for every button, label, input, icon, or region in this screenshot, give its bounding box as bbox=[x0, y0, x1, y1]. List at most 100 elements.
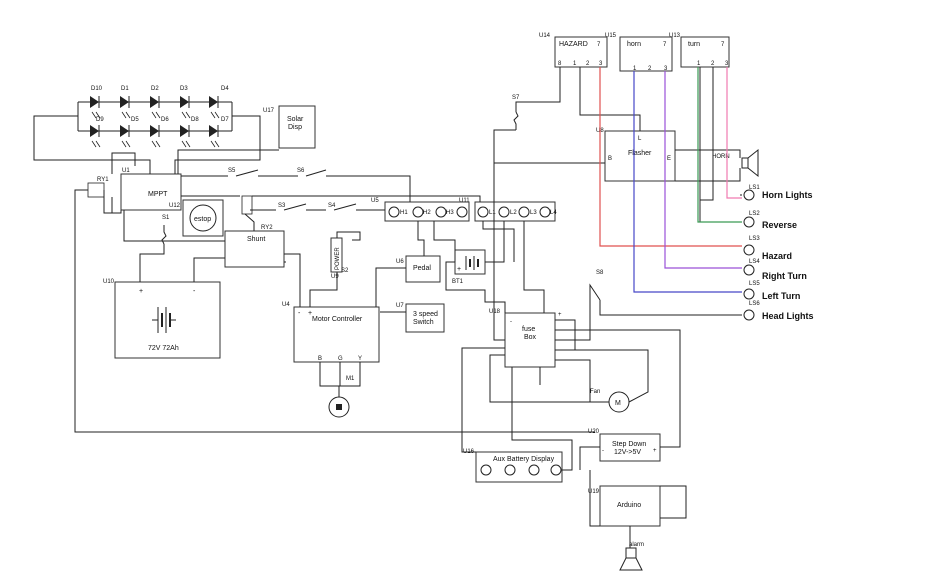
led-label: D1 bbox=[121, 86, 129, 92]
ref-u10: U10 bbox=[103, 279, 115, 285]
stepdown-converter: U20 Step Down 12V->5V - + bbox=[588, 429, 661, 462]
led-label: D2 bbox=[151, 86, 159, 92]
fan-label: Fan bbox=[590, 389, 600, 395]
mc-label: Motor Controller bbox=[312, 316, 363, 323]
pedal-label: Pedal bbox=[413, 265, 431, 272]
hazard-switch-label: HAZARD bbox=[559, 41, 588, 48]
mc-pin-g: G bbox=[338, 356, 343, 362]
switch-s1-label: S1 bbox=[162, 215, 170, 221]
relay-ry2: RY2 bbox=[241, 195, 273, 231]
horn-speaker: HORN bbox=[712, 148, 759, 178]
lamp-ref: LS4 bbox=[749, 259, 760, 265]
pedal: U6 Pedal bbox=[396, 255, 441, 283]
led-d9: D9 bbox=[90, 117, 104, 137]
turn-switch-label: turn bbox=[688, 41, 700, 48]
mppt-label: MPPT bbox=[148, 191, 168, 198]
ref-u13: U13 bbox=[669, 33, 681, 39]
battery-plus: + bbox=[139, 288, 143, 295]
horn-switch[interactable]: U15 horn 7 1 2 3 bbox=[605, 33, 673, 72]
flasher-pin-e: E bbox=[667, 156, 671, 162]
pin-label: 1 bbox=[697, 61, 701, 67]
shunt: Shunt bbox=[224, 230, 285, 268]
ref-u14: U14 bbox=[539, 33, 551, 39]
aux-battery: BT1 + bbox=[452, 249, 486, 285]
hazard-switch[interactable]: U14 HAZARD 7 8 1 2 3 bbox=[539, 33, 608, 68]
bus-bar-u11: U11 L1 L2 L3 L4 bbox=[459, 198, 557, 222]
alarm-label: alarm bbox=[629, 542, 644, 548]
ref-u17: U17 bbox=[263, 108, 275, 114]
solar-disp-line1: Solar bbox=[287, 116, 304, 123]
mc-plus: + bbox=[308, 310, 312, 317]
bus-pin: H3 bbox=[446, 210, 454, 216]
pin-label: 1 bbox=[633, 66, 637, 72]
led-label: D7 bbox=[221, 117, 229, 123]
led-label: D9 bbox=[96, 117, 104, 123]
lamp-ref: LS3 bbox=[749, 236, 760, 242]
switch-s2-label: S2 bbox=[341, 268, 349, 274]
colored-signal-wires bbox=[599, 67, 742, 293]
bus-pin: L3 bbox=[530, 210, 537, 216]
stepdown-plus: + bbox=[653, 448, 657, 454]
output-lamp-head-lights: LS6 Head Lights bbox=[743, 301, 814, 321]
led-label: D10 bbox=[91, 86, 103, 92]
aux-display-label: Aux Battery Display bbox=[493, 456, 555, 463]
pin-label: 7 bbox=[721, 42, 725, 48]
lamp-ref: LS6 bbox=[749, 301, 760, 307]
ref-u9: U9 bbox=[331, 274, 339, 280]
main-battery: U10 + - 72V 72Ah bbox=[103, 279, 221, 359]
lamp-label: Right Turn bbox=[762, 271, 807, 281]
mc-pin-y: Y bbox=[358, 356, 362, 362]
switch-s8-label: S8 bbox=[596, 270, 604, 276]
bus-pin: L2 bbox=[510, 210, 517, 216]
bus-bar-u5: U5 H1 H2 H3 bbox=[371, 198, 470, 222]
mppt: U1 MPPT bbox=[120, 168, 182, 211]
stepdown-line2: 12V->5V bbox=[614, 449, 641, 456]
ref-u19: U19 bbox=[588, 489, 600, 495]
led-label: D4 bbox=[221, 86, 229, 92]
solar-disp-line2: Disp bbox=[288, 124, 302, 131]
lamp-ref: LS5 bbox=[749, 281, 760, 287]
shunt-label: Shunt bbox=[247, 236, 265, 243]
ref-bt1: BT1 bbox=[452, 279, 464, 285]
fuse-plus: + bbox=[558, 312, 562, 318]
ref-u5: U5 bbox=[371, 198, 379, 204]
led-label: D3 bbox=[180, 86, 188, 92]
ref-u18: U18 bbox=[489, 309, 501, 315]
stepdown-line1: Step Down bbox=[612, 441, 646, 448]
arduino: U19 Arduino bbox=[588, 485, 661, 527]
stepdown-minus: - bbox=[602, 448, 604, 454]
pin-label: 1 bbox=[573, 61, 577, 67]
estop[interactable]: U12 estop bbox=[169, 199, 224, 237]
led-d8: D8 bbox=[180, 117, 199, 137]
turn-switch[interactable]: U13 turn 7 1 2 3 bbox=[669, 33, 730, 68]
flasher-label: Flasher bbox=[628, 150, 652, 157]
led-d6: D6 bbox=[150, 117, 169, 137]
bus-pin: L4 bbox=[550, 210, 557, 216]
lamp-label: Reverse bbox=[762, 220, 797, 230]
led-d3: D3 bbox=[180, 86, 190, 108]
ref-u7: U7 bbox=[396, 303, 404, 309]
fan-motor-label: M bbox=[615, 400, 621, 407]
led-label: D8 bbox=[191, 117, 199, 123]
led-d2: D2 bbox=[150, 86, 160, 108]
speed-switch: U7 3 speed Switch bbox=[396, 303, 445, 333]
output-lamp-hazard: LS3 Hazard bbox=[743, 236, 792, 261]
fuse-minus: - bbox=[510, 319, 512, 325]
ref-u4: U4 bbox=[282, 302, 290, 308]
lamp-label: Head Lights bbox=[762, 311, 814, 321]
pin-label: 3 bbox=[725, 61, 729, 67]
relay-ry1: RY1 bbox=[87, 177, 109, 198]
battery-label: 72V 72Ah bbox=[148, 345, 179, 352]
switch-s7-label: S7 bbox=[512, 95, 520, 101]
pin-label: 8 bbox=[558, 61, 562, 67]
output-lamp-right-turn: LS4 Right Turn bbox=[743, 259, 807, 281]
led-d7: D7 bbox=[209, 117, 229, 137]
led-label: D5 bbox=[131, 117, 139, 123]
led-d5: D5 bbox=[120, 117, 139, 137]
speed-line1: 3 speed bbox=[413, 311, 438, 318]
pin-label: 2 bbox=[648, 66, 652, 72]
switch-s6-label: S6 bbox=[297, 168, 305, 174]
bt1-plus: + bbox=[457, 266, 461, 273]
pin-label: 7 bbox=[663, 42, 667, 48]
